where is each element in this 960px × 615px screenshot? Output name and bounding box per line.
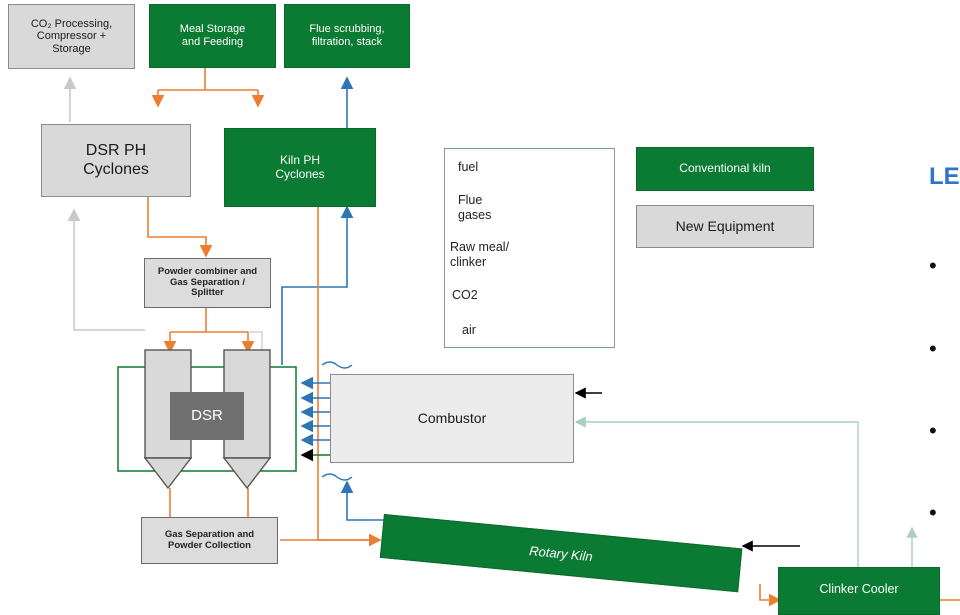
legend-label-air: air (462, 323, 476, 337)
legend-label-co2: CO2 (452, 288, 478, 302)
side-bullet: • (929, 500, 937, 525)
co2-return-line (67, 208, 145, 331)
meal-kilnph-to-kiln-line (317, 182, 382, 547)
combustor-box: Combustor (330, 374, 574, 463)
legend-new-equipment-swatch: New Equipment (636, 205, 814, 248)
legend-label-flue-gases: Flue gases (458, 193, 492, 222)
meal-feed-arrows (151, 68, 265, 108)
kiln-ph-cyclones-box: Kiln PH Cyclones (224, 128, 376, 207)
dsr-label: DSR (191, 407, 223, 425)
combustor-to-dsr-arrows (300, 376, 330, 447)
co2-processing-box: CO₂ Processing, Compressor + Storage (8, 4, 135, 69)
squiggle-upper (321, 361, 353, 369)
side-panel-title: LE (929, 163, 960, 190)
legend-conventional-kiln-swatch: Conventional kiln (636, 147, 814, 191)
meal-storage-box: Meal Storage and Feeding (149, 4, 276, 68)
legend-panel (444, 148, 615, 348)
side-bullet: • (929, 336, 937, 361)
powder-combiner-box: Powder combiner and Gas Separation / Spl… (144, 258, 271, 308)
legend-label-raw-meal: Raw meal/ clinker (450, 240, 510, 269)
clinker-cooler-box: Clinker Cooler (778, 567, 940, 615)
kiln-to-cooler-line (759, 584, 782, 607)
side-bullet: • (929, 253, 937, 278)
squiggle-lower (321, 473, 353, 481)
meal-to-combiner-arrow (147, 197, 213, 258)
side-bullet: • (929, 418, 937, 443)
flue-dsr-to-kilnph-line (281, 205, 354, 365)
dsr-ph-cyclones-box: DSR PH Cyclones (41, 124, 191, 197)
air-to-combustor-line (574, 416, 859, 567)
flue-kiln-to-up-line (340, 480, 384, 521)
flue-scrubbing-box: Flue scrubbing, filtration, stack (284, 4, 410, 68)
dsr-core-block (170, 392, 244, 440)
legend-label-fuel: fuel (458, 160, 479, 174)
gas-separation-box: Gas Separation and Powder Collection (141, 517, 278, 564)
combiner-split-arrows (163, 308, 255, 354)
